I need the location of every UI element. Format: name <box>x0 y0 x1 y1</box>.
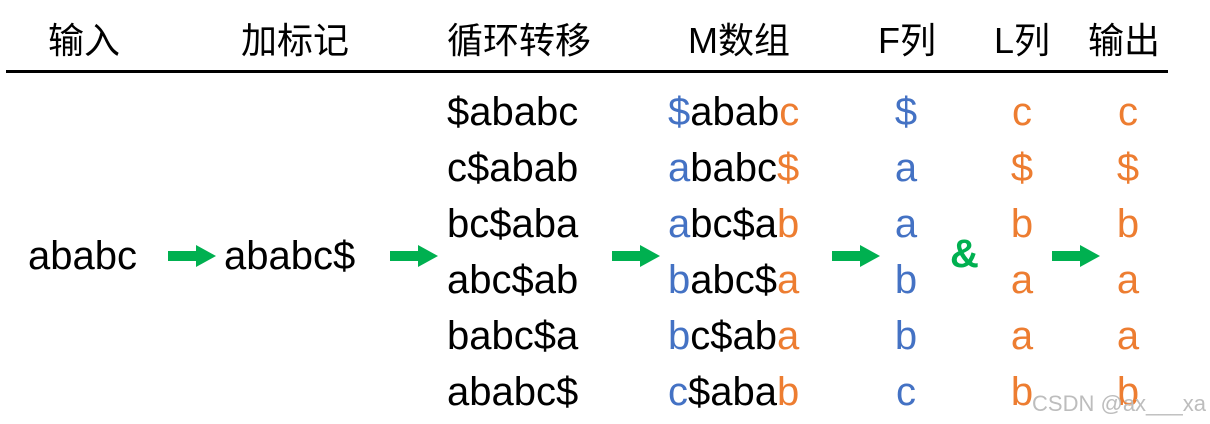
f-column-cell: a <box>894 146 918 190</box>
l-column-cell: a <box>1010 314 1034 358</box>
l-column-cell: b <box>1010 202 1034 246</box>
l-column-cell: $ <box>1010 146 1034 190</box>
m-array-row: bc$aba <box>668 308 799 364</box>
m-array-middle: c$ab <box>690 314 777 358</box>
m-array-last-char: a <box>777 258 800 302</box>
header-input: 输入 <box>48 20 121 61</box>
f-column-cell: b <box>894 258 918 302</box>
output-cell: a <box>1116 258 1140 302</box>
header-rule <box>6 70 1168 73</box>
m-array-first-char: a <box>668 146 691 190</box>
m-array-row: $ababc <box>668 84 799 140</box>
m-array-last-char: b <box>776 370 800 414</box>
ampersand-symbol: & <box>950 232 979 276</box>
rotation-row: abc$ab <box>447 258 579 302</box>
header-rotate: 循环转移 <box>447 20 592 61</box>
input-string: ababc <box>28 234 137 278</box>
m-array-middle: abab <box>690 90 780 134</box>
f-column-cell: c <box>896 370 916 414</box>
arrow-icon <box>612 245 660 267</box>
m-array-last-char: c <box>779 90 800 134</box>
m-array-middle: abc$ <box>690 258 777 302</box>
m-array-middle: bc$a <box>690 202 777 246</box>
arrow-icon <box>832 245 880 267</box>
rotation-row: $ababc <box>447 90 579 134</box>
m-array-row: babc$a <box>668 252 799 308</box>
m-array-row: ababc$ <box>668 140 799 196</box>
m-array-first-char: $ <box>668 90 691 134</box>
output-cell: $ <box>1116 146 1140 190</box>
l-column-cell: b <box>1010 370 1034 414</box>
m-array-first-char: b <box>668 258 691 302</box>
output-cell: c <box>1118 90 1138 134</box>
m-array-first-char: a <box>668 202 691 246</box>
m-array-last-char: b <box>777 202 800 246</box>
output-cell: b <box>1116 370 1140 414</box>
arrow-icon <box>390 245 438 267</box>
m-array-middle: $aba <box>688 370 777 414</box>
f-column-cell: b <box>894 314 918 358</box>
m-array-first-char: c <box>668 370 688 414</box>
l-column-cell: a <box>1010 258 1034 302</box>
m-array-middle: babc <box>690 146 777 190</box>
l-column-cell: c <box>1012 90 1032 134</box>
header-f-column: F列 <box>878 20 936 61</box>
arrow-icon <box>168 245 216 267</box>
rotation-row: bc$aba <box>447 202 579 246</box>
rotations-column: $ababc c$abab bc$aba abc$ab babc$a ababc$ <box>447 84 578 420</box>
f-column-cell: $ <box>894 90 918 134</box>
header-add-marker: 加标记 <box>241 20 350 61</box>
header-l-column: L列 <box>994 20 1051 61</box>
m-array-first-char: b <box>668 314 691 358</box>
arrow-icon <box>1052 245 1100 267</box>
marked-string: ababc$ <box>224 234 356 278</box>
output-cell: a <box>1116 314 1140 358</box>
f-column-cell: a <box>894 202 918 246</box>
m-array-row: abc$ab <box>668 196 799 252</box>
m-array-row: c$abab <box>668 364 799 420</box>
rotation-row: ababc$ <box>447 370 579 414</box>
header-m-array: M数组 <box>688 20 790 61</box>
m-array-last-char: a <box>777 314 800 358</box>
rotation-row: babc$a <box>447 314 579 358</box>
header-output: 输出 <box>1088 20 1161 61</box>
rotation-row: c$abab <box>447 146 579 190</box>
m-array-last-char: $ <box>777 146 800 190</box>
output-cell: b <box>1116 202 1140 246</box>
watermark: CSDN @ax___xa <box>1032 391 1206 416</box>
